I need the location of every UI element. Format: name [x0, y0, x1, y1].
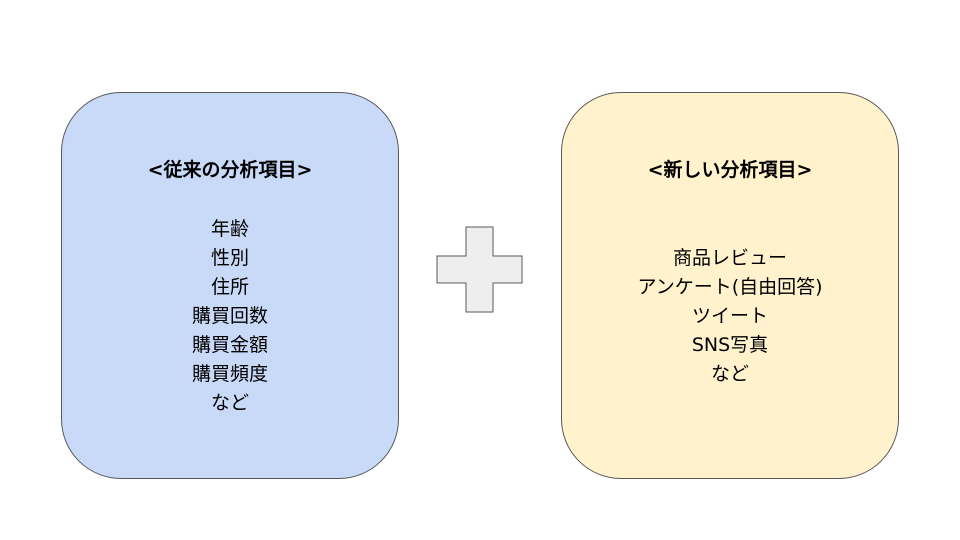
- plus-icon: [436, 226, 523, 313]
- list-item: 購買回数: [191, 305, 268, 327]
- list-item: 購買頻度: [191, 363, 268, 385]
- traditional-items-box: <従来の分析項目> 年齢 性別 住所 購買回数 購買金額 購買頻度 など: [61, 92, 399, 479]
- list-item: 性別: [210, 247, 249, 269]
- list-item: アンケート(自由回答): [637, 276, 823, 298]
- list-item: 商品レビュー: [672, 247, 787, 269]
- list-item: 購買金額: [191, 334, 268, 356]
- list-item: など: [210, 392, 249, 414]
- list-item: SNS写真: [691, 334, 769, 356]
- list-item: 住所: [210, 276, 249, 298]
- new-items-box: <新しい分析項目> 商品レビュー アンケート(自由回答) ツイート SNS写真 …: [561, 92, 899, 479]
- item-list: 年齢 性別 住所 購買回数 購買金額 購買頻度 など: [62, 215, 398, 418]
- list-item: 年齢: [210, 218, 249, 240]
- list-item: など: [710, 363, 749, 385]
- box-title: <従来の分析項目>: [147, 159, 313, 181]
- item-list: 商品レビュー アンケート(自由回答) ツイート SNS写真 など: [562, 244, 898, 389]
- box-title: <新しい分析項目>: [647, 159, 813, 181]
- list-item: ツイート: [691, 305, 768, 327]
